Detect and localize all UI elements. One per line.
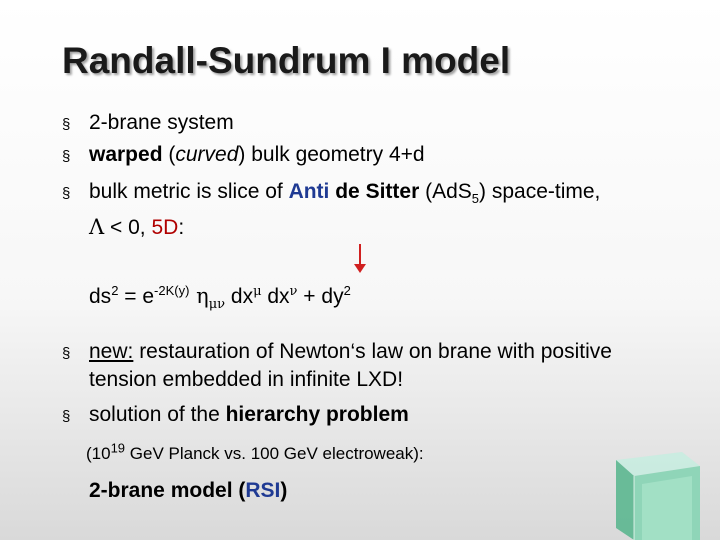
bullet-marker: §: [62, 116, 71, 133]
bullet-text: 2-brane system: [89, 111, 234, 134]
bullet-continuation-tension: tension embedded in infinite LXD!: [89, 368, 404, 391]
text-fragment: solution of the: [89, 403, 226, 426]
eta-subscript: μν: [208, 297, 226, 313]
five-d-label: 5D: [151, 216, 179, 239]
de-sitter-word: de Sitter: [329, 180, 420, 203]
down-arrow-icon: [359, 244, 361, 266]
bullet-continuation-lambda: Λ < 0, 5D:: [89, 214, 184, 241]
text-fragment: ): [280, 479, 288, 502]
metric-equation: ds2 = e-2K(y) ημν dxμ dxν + dy2: [89, 283, 351, 313]
text-fragment: (AdS: [419, 180, 472, 203]
text-fragment: :: [178, 216, 185, 239]
lambda-symbol: Λ: [89, 215, 105, 239]
rsi-line: 2-brane model (RSI): [89, 478, 287, 504]
mu-sup: μ: [253, 284, 262, 299]
down-arrow-head: [354, 264, 366, 273]
bullet-marker: §: [62, 408, 71, 425]
eq-part: ds: [89, 285, 112, 308]
rsi-label: RSI: [245, 479, 281, 502]
bullet-text: solution of the hierarchy problem: [89, 402, 409, 428]
eq-part: dx: [225, 285, 254, 308]
warped-word: warped: [89, 143, 163, 166]
bullet-text: new: restauration of Newton‘s law on bra…: [89, 339, 612, 365]
nu-sup: ν: [289, 284, 298, 299]
bullet-text: warped (curved) bulk geometry 4+d: [89, 142, 425, 168]
text-fragment: ) bulk geometry 4+d: [238, 143, 425, 166]
bullet-marker: §: [62, 148, 71, 165]
text-fragment: bulk metric is slice of: [89, 180, 289, 203]
eq-part: = e: [118, 285, 155, 308]
eq-sup: 2: [343, 283, 351, 298]
eq-exponent: -2K(y): [154, 283, 190, 298]
ads-subscript: 5: [471, 191, 480, 207]
eq-sup: 2: [111, 283, 119, 298]
text-fragment: 2-brane model (: [89, 479, 246, 502]
bullet-marker: §: [62, 345, 71, 362]
slide-title: Randall-Sundrum I model: [62, 40, 511, 81]
text-fragment: ) space-time,: [479, 180, 601, 203]
text-fragment: restauration of Newton‘s law on brane wi…: [133, 340, 612, 363]
note-sup: 19: [110, 440, 126, 456]
planck-note: (1019 GeV Planck vs. 100 GeV electroweak…: [86, 441, 424, 467]
bullet-text: bulk metric is slice of Anti de Sitter (…: [89, 179, 600, 205]
curved-word: curved: [175, 143, 239, 166]
text-fragment: GeV Planck vs. 100 GeV electroweak):: [125, 444, 424, 463]
eta-symbol: η: [189, 284, 209, 308]
anti-word: Anti: [288, 180, 330, 203]
eq-part: + dy: [297, 285, 344, 308]
text-fragment: (10: [86, 444, 111, 463]
hierarchy-problem: hierarchy problem: [225, 403, 409, 426]
cube-icon: [616, 452, 700, 540]
text-fragment: < 0,: [104, 216, 152, 239]
new-label: new:: [89, 340, 134, 363]
bullet-marker: §: [62, 185, 71, 202]
text-fragment: (: [162, 143, 176, 166]
eq-part: dx: [261, 285, 290, 308]
